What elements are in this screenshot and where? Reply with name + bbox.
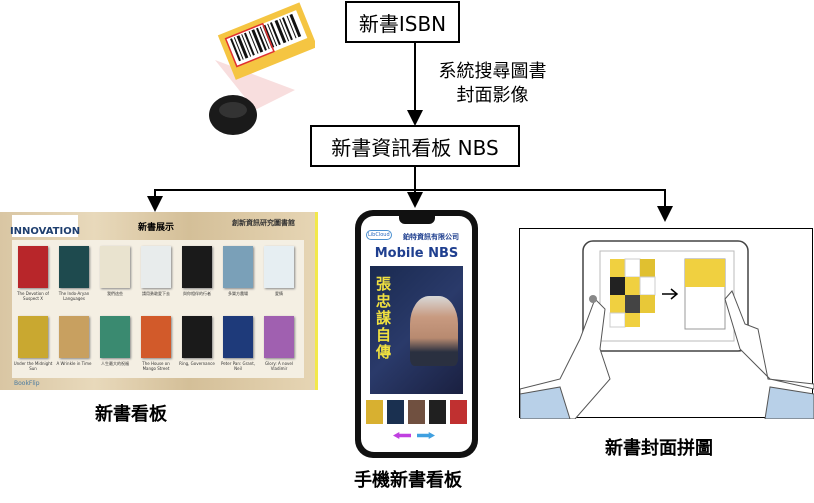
book-cover[interactable] [141, 246, 171, 288]
book-cover[interactable] [18, 246, 48, 288]
book-title: 愛情 [275, 291, 283, 296]
next-arrow-icon[interactable] [417, 432, 435, 439]
app-title: Mobile NBS [374, 246, 459, 261]
featured-book-cover[interactable]: 張忠謀自傳 [370, 266, 463, 394]
cover-puzzle-panel [519, 228, 814, 420]
book-cover[interactable] [182, 246, 212, 288]
mobile-board-label: 手機新書看板 [354, 470, 462, 491]
bookflip-logo: BookFlip [14, 380, 40, 387]
book-title: The House on Mango Street [142, 361, 170, 371]
phone-screen: LibCloud 鉑特資訊有限公司 Mobile NBS 張忠謀自傳 [361, 216, 472, 452]
book-title: The Indo-Aryan Languages [58, 291, 90, 301]
library-name: 創新資訊研究圖書館 [232, 219, 295, 227]
company-name: 鉑特資訊有限公司 [403, 233, 459, 241]
book-cover[interactable] [59, 316, 89, 358]
new-book-board: INNOVATION 新書展示 創新資訊研究圖書館 The Devotion o… [0, 212, 318, 390]
book-thumbnail[interactable] [387, 400, 404, 424]
innovation-logo: INNOVATION [10, 215, 80, 237]
search-label-line2: 封面影像 [456, 85, 529, 106]
book-thumbnail[interactable] [408, 400, 425, 424]
book-title: Ring, Governance [179, 361, 215, 366]
book-title: A Wrinkle in Time [56, 361, 92, 366]
board-label: 新書看板 [95, 404, 167, 425]
search-label-line1: 系統搜尋圖書 [438, 61, 547, 82]
phone-notch [399, 216, 435, 224]
book-title: 多樂方農場 [228, 291, 248, 296]
book-title: Peter Pan: Grant, Neil [220, 361, 256, 371]
book-cover[interactable] [182, 316, 212, 358]
thumbnail-strip [366, 400, 467, 424]
prev-arrow-icon[interactable] [393, 432, 411, 439]
mobile-phone: LibCloud 鉑特資訊有限公司 Mobile NBS 張忠謀自傳 [355, 210, 478, 458]
book-cover[interactable] [18, 316, 48, 358]
book-title: 請用勇敢愛下去 [142, 291, 170, 296]
book-cover[interactable] [141, 316, 171, 358]
board-title: 新書展示 [138, 223, 175, 233]
book-thumbnail[interactable] [366, 400, 383, 424]
puzzle-label: 新書封面拼圖 [605, 438, 713, 459]
barcode-scanner-illustration [209, 2, 315, 135]
tablet-hands-illustration [519, 240, 814, 420]
book-cover[interactable] [223, 316, 253, 358]
book-grid: The Devotion of Suspect X The Indo-Aryan … [12, 240, 304, 378]
book-cover[interactable] [59, 246, 89, 288]
book-title: Glory: A novel Vladimir [265, 361, 293, 371]
book-title: Under the Midnight Sun [13, 361, 53, 371]
author-portrait [410, 296, 458, 366]
search-label: 系統搜尋圖書 封面影像 [430, 60, 555, 108]
libcloud-logo: LibCloud [366, 230, 392, 240]
book-title: 與你相伴的行者 [183, 291, 211, 296]
cover-title: 張忠謀自傳 [376, 275, 392, 361]
book-title: 人生最大的祝福 [101, 361, 129, 366]
book-thumbnail[interactable] [450, 400, 467, 424]
book-title: The Devotion of Suspect X [17, 291, 49, 301]
book-cover[interactable] [264, 246, 294, 288]
book-cover[interactable] [100, 246, 130, 288]
book-thumbnail[interactable] [429, 400, 446, 424]
isbn-node: 新書ISBN [345, 1, 460, 43]
book-cover[interactable] [264, 316, 294, 358]
book-cover[interactable] [100, 316, 130, 358]
book-title: 我們這些 [107, 291, 123, 296]
nbs-node: 新書資訊看板 NBS [310, 125, 520, 167]
book-cover[interactable] [223, 246, 253, 288]
